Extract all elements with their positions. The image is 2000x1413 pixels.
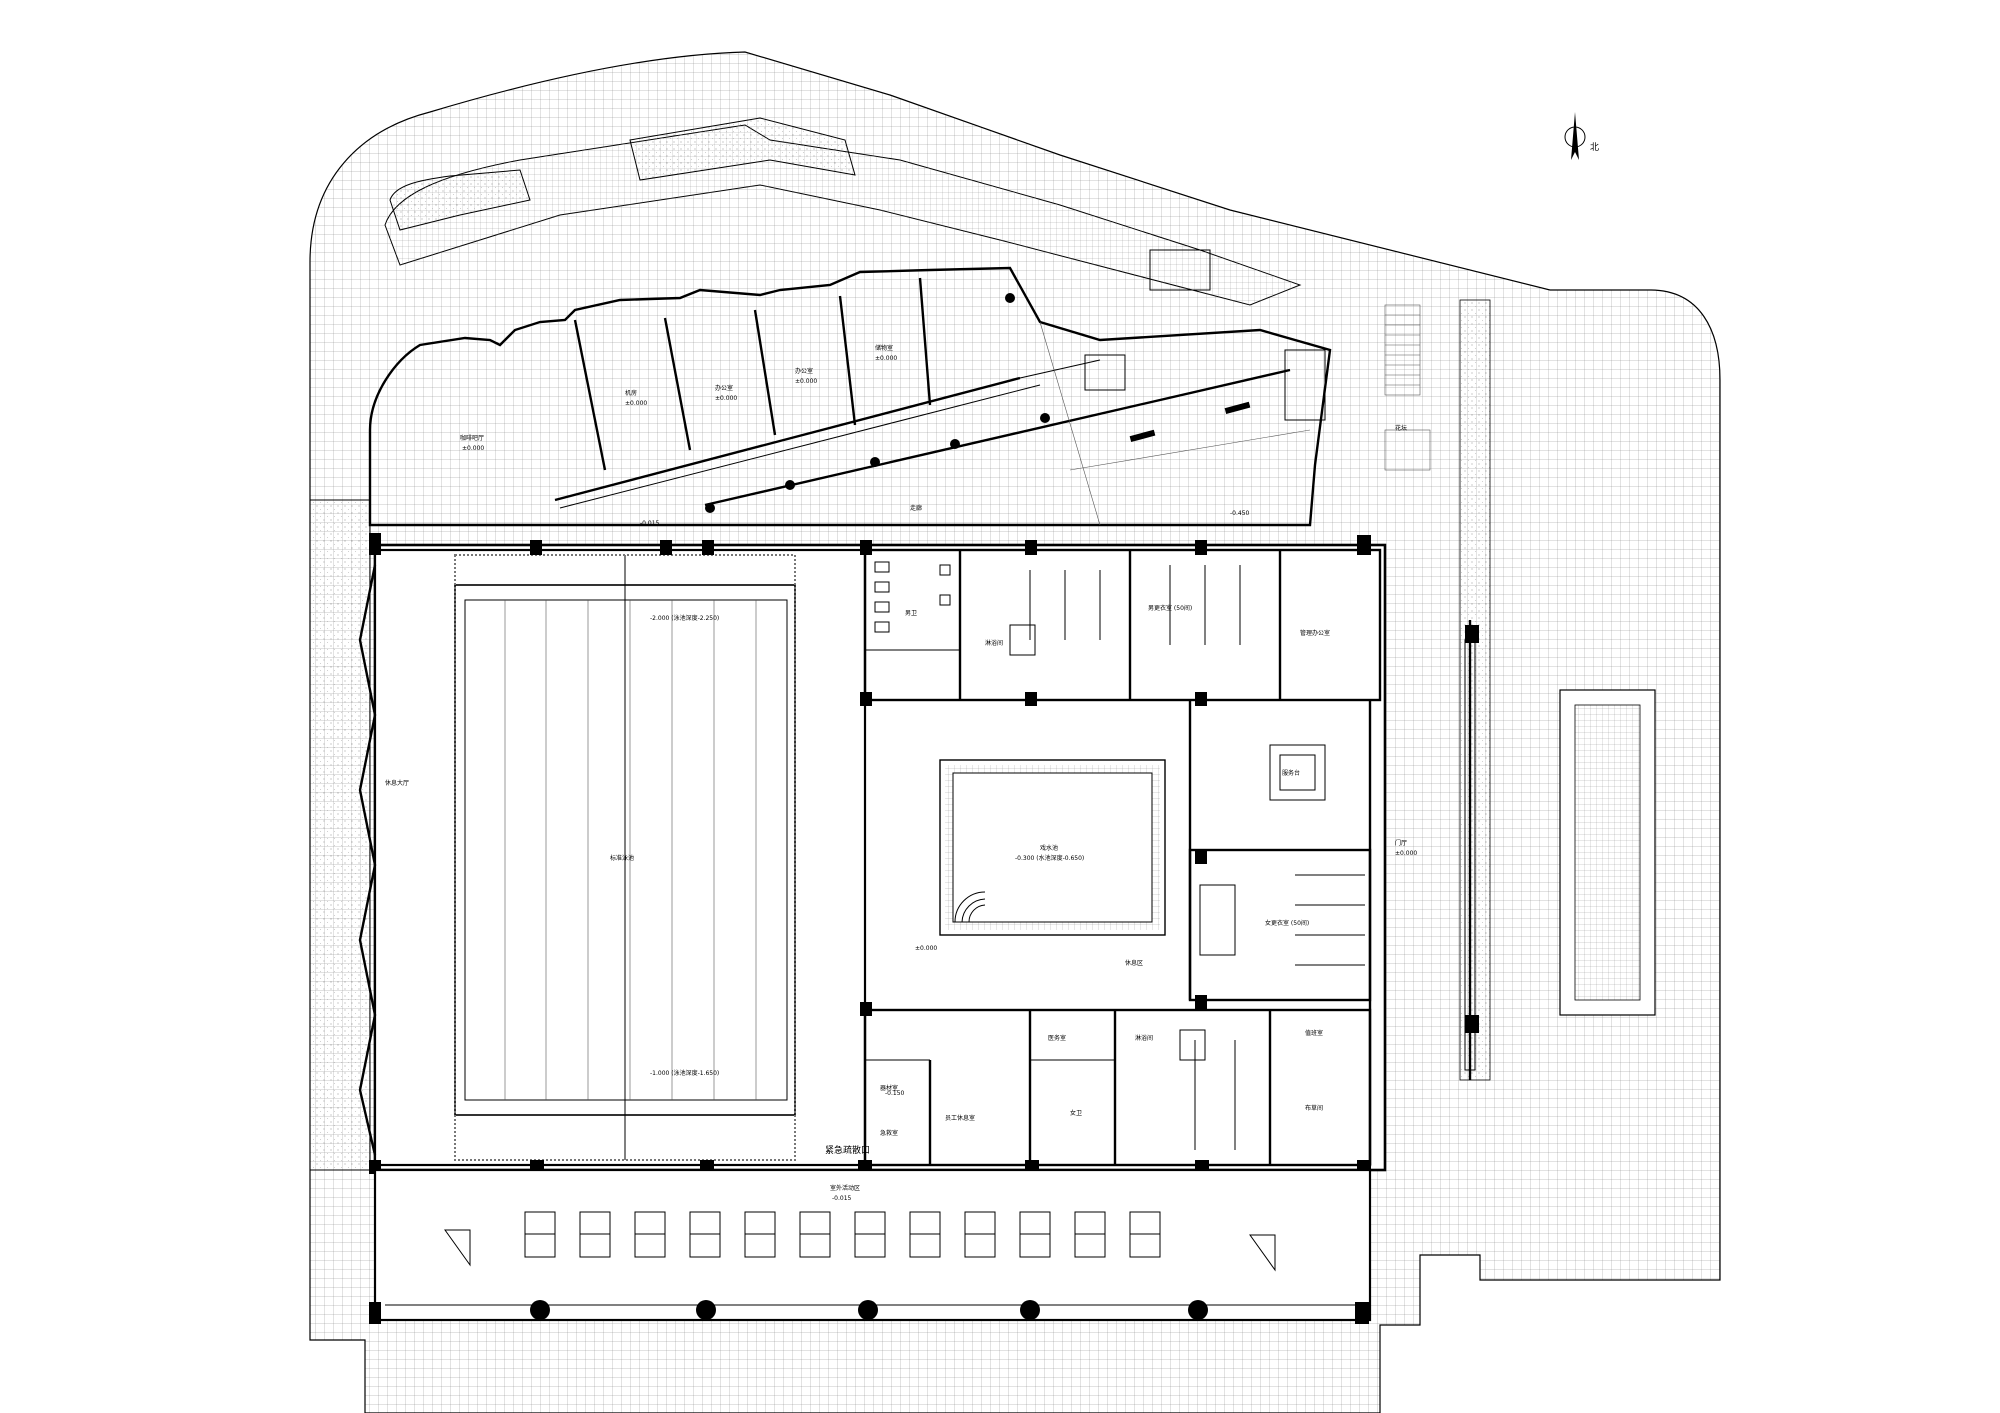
- room-outdoor-area: 室外活动区: [830, 1184, 860, 1192]
- level-lap-deep: -1.000 (泳池深度-1.650): [650, 1069, 719, 1077]
- room-duty: 值班室: [1305, 1029, 1323, 1037]
- room-front-desk: 服务台: [1282, 769, 1300, 777]
- room-corridor: 走廊: [910, 504, 922, 512]
- level-storage: ±0.000: [875, 355, 897, 362]
- room-female-shower: 淋浴间: [1135, 1034, 1153, 1042]
- room-restaurant: 咖啡吧厅: [460, 434, 484, 442]
- room-pool-plant: 机房: [625, 389, 637, 397]
- room-labels: 咖啡吧厅 ±0.000 机房 ±0.000 办公室 ±0.000 办公室 ±0.…: [385, 344, 1417, 1202]
- room-teaching-pool: 戏水池: [1040, 844, 1058, 852]
- level-lap-shallow: -2.000 (泳池深度-2.250): [650, 614, 719, 622]
- room-linen: 布草间: [1305, 1104, 1323, 1112]
- level-plant: ±0.000: [625, 400, 647, 407]
- room-female-locker: 女更衣室 (50间): [1265, 919, 1309, 927]
- north-plaza: [384, 117, 1302, 306]
- room-east-stand: 休息区: [1125, 959, 1143, 967]
- room-office-1: 办公室: [715, 384, 733, 392]
- room-office-2: 办公室: [795, 367, 813, 375]
- room-lounge: 休息大厅: [385, 779, 409, 787]
- north-wing: [368, 249, 1431, 527]
- level-step: -0.150: [885, 1090, 905, 1097]
- room-flower: 花坛: [1395, 424, 1407, 432]
- level-outdoor-area: -0.015: [832, 1195, 852, 1202]
- level-teaching-pool: -0.300 (水池深度-0.650): [1015, 854, 1084, 862]
- room-lobby: 门厅: [1395, 839, 1407, 847]
- level-lobby: ±0.000: [1395, 850, 1417, 857]
- level-outdoor: -0.450: [1230, 510, 1250, 517]
- room-lap-pool: 标准泳池: [610, 854, 634, 862]
- room-male-locker: 男更衣室 (50间): [1148, 604, 1192, 612]
- north-arrow: 北: [1564, 112, 1599, 160]
- level-office-1: ±0.000: [715, 395, 737, 402]
- main-building: [358, 533, 1479, 1174]
- room-emergency: 紧急疏散口: [825, 1144, 870, 1156]
- level-corridor: -0.015: [640, 520, 660, 527]
- west-garden: [309, 499, 371, 1171]
- level-restaurant: ±0.000: [462, 445, 484, 452]
- room-female-wc: 女卫: [1070, 1109, 1082, 1117]
- room-storage: 储物室: [875, 344, 893, 352]
- room-rescue: 医务室: [1048, 1034, 1066, 1042]
- room-male-wc: 男卫: [905, 610, 917, 617]
- level-office-2: ±0.000: [795, 378, 817, 385]
- room-staff: 员工休息室: [945, 1114, 975, 1122]
- north-arrow-label: 北: [1590, 142, 1599, 153]
- room-first-aid: 急救室: [880, 1129, 898, 1137]
- level-deck: ±0.000: [915, 945, 937, 952]
- room-manager-office: 管理办公室: [1300, 629, 1330, 637]
- room-male-shower: 淋浴间: [985, 639, 1003, 647]
- room-equipment: 器材室: [880, 1084, 898, 1092]
- south-terrace: [369, 1168, 1372, 1324]
